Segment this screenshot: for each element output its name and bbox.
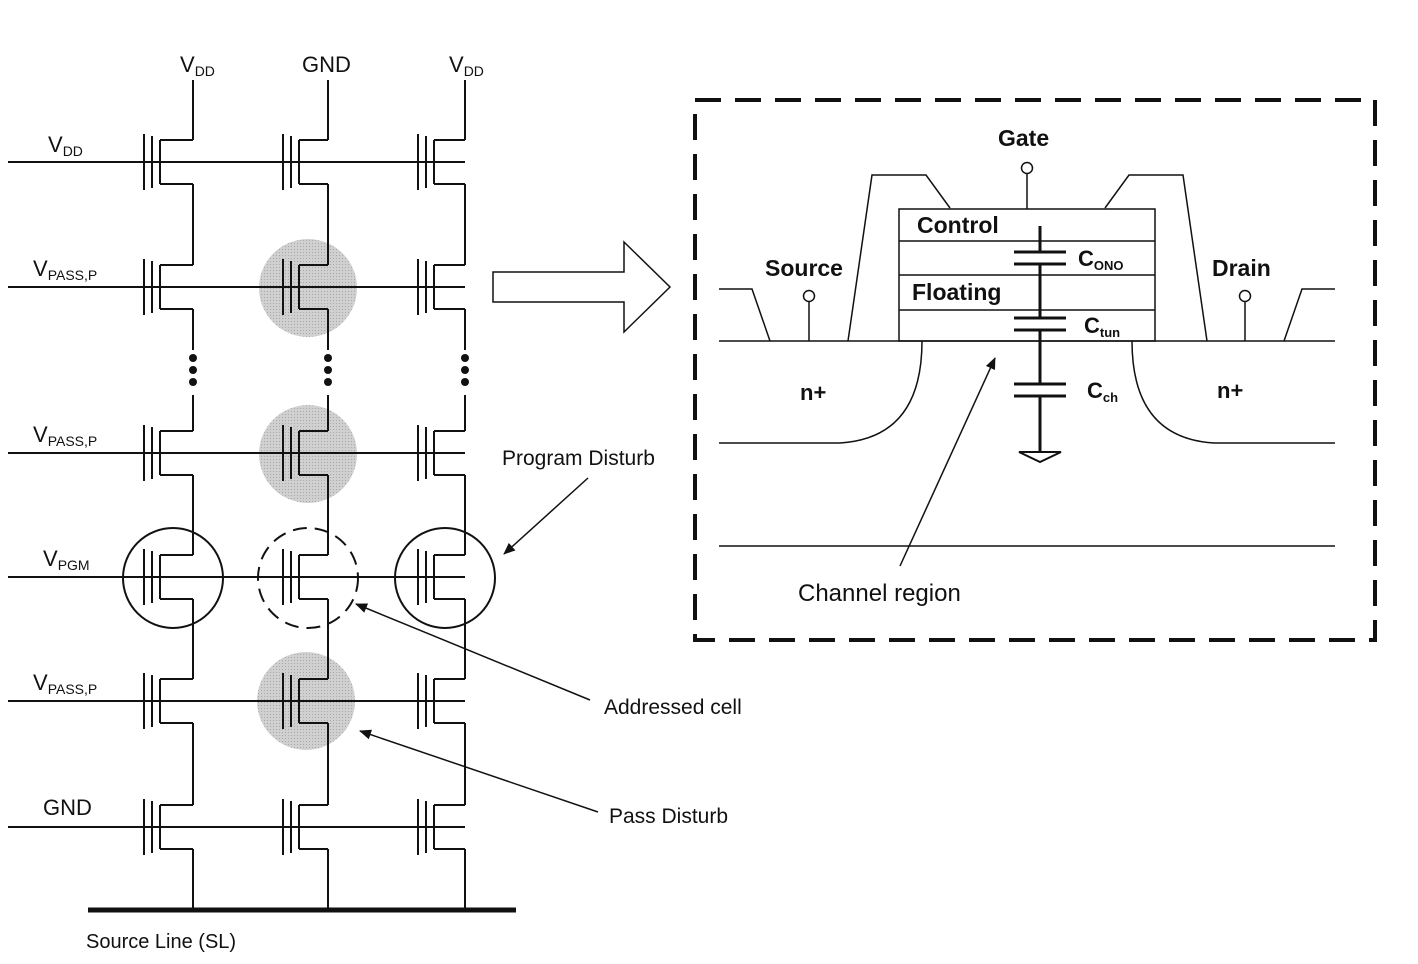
row-label-vpass-3: VPASS,P xyxy=(33,670,97,697)
addressed-cell-ring xyxy=(257,527,359,629)
program-disturb-ring xyxy=(122,527,224,629)
program-disturb-ring xyxy=(394,527,496,629)
channel-region-label: Channel region xyxy=(798,580,961,607)
c-tun-label: Ctun xyxy=(1084,313,1120,340)
drain-label: Drain xyxy=(1212,255,1271,281)
ellipsis-dot xyxy=(189,366,197,374)
program-disturb-arrow xyxy=(503,477,589,555)
ellipsis-dot xyxy=(461,354,469,362)
c-ono-label: CONO xyxy=(1078,246,1124,273)
n-plus-right-label: n+ xyxy=(1217,378,1243,403)
addressed-cell-label: Addressed cell xyxy=(604,696,742,719)
control-gate-label: Control xyxy=(917,212,999,238)
gate-label: Gate xyxy=(998,125,1049,151)
nand-string-array xyxy=(8,80,516,913)
ground-icon xyxy=(1018,451,1062,464)
ellipsis-dot xyxy=(324,366,332,374)
row-label-gnd: GND xyxy=(43,795,92,820)
pass-disturb-arrow xyxy=(359,729,599,813)
source-label: Source xyxy=(765,255,843,281)
c-ch-label: Cch xyxy=(1087,378,1118,405)
addressed-cell-arrow xyxy=(355,603,591,701)
floating-gate-label: Floating xyxy=(912,279,1001,305)
gate-terminal-icon xyxy=(1020,161,1034,175)
n-plus-left-label: n+ xyxy=(800,380,826,405)
top-label-vdd-left: VDD xyxy=(180,52,215,79)
ellipsis-dot xyxy=(461,378,469,386)
drain-terminal-icon xyxy=(1238,289,1252,303)
n-plus-right-junction xyxy=(1131,340,1335,444)
detail-dashed-border xyxy=(693,98,1377,642)
row-label-vpass-2: VPASS,P xyxy=(33,422,97,449)
channel-region-arrow xyxy=(899,357,996,567)
n-plus-left-junction xyxy=(719,340,923,444)
source-line-label: Source Line (SL) xyxy=(86,931,236,953)
capacitor-chain xyxy=(1014,226,1066,452)
ellipsis-dot xyxy=(324,354,332,362)
top-label-vdd-right: VDD xyxy=(449,52,484,79)
top-label-gnd: GND xyxy=(302,52,351,77)
row-label-vpass-1: VPASS,P xyxy=(33,256,97,283)
zoom-arrow xyxy=(492,240,672,334)
row-label-vdd: VDD xyxy=(48,132,83,159)
pass-disturb-label: Pass Disturb xyxy=(609,805,728,828)
program-disturb-label: Program Disturb xyxy=(502,447,655,470)
cell-cross-section xyxy=(693,98,1377,642)
ellipsis-dot xyxy=(461,366,469,374)
ellipsis-dot xyxy=(324,378,332,386)
ellipsis-dot xyxy=(189,354,197,362)
source-terminal-icon xyxy=(802,289,816,303)
row-label-vpgm: VPGM xyxy=(43,546,90,573)
ellipsis-dot xyxy=(189,378,197,386)
